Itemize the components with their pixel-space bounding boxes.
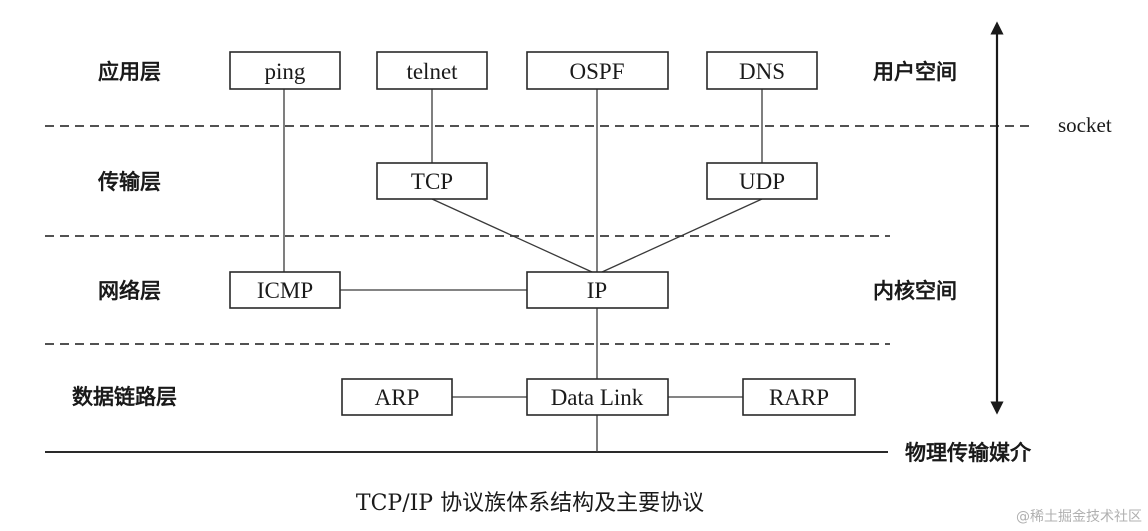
udp-label: UDP: [739, 169, 785, 194]
datalink-label: Data Link: [551, 385, 644, 410]
ospf-label: OSPF: [570, 59, 625, 84]
udp-ip-link: [601, 198, 763, 273]
physical-medium-label: 物理传输媒介: [905, 441, 1032, 465]
ip-box: IP: [526, 271, 669, 309]
telnet-label: telnet: [406, 59, 458, 84]
diagram-caption: TCP/IP 协议族体系结构及主要协议: [356, 491, 704, 516]
udp-box: UDP: [706, 162, 818, 200]
ping-label: ping: [265, 59, 306, 84]
watermark: @稀土掘金技术社区: [1016, 509, 1142, 525]
arp-box: ARP: [341, 378, 453, 416]
dns-label: DNS: [739, 59, 785, 84]
transport-layer-label: 传输层: [97, 170, 161, 194]
user-space-label: 用户空间: [873, 60, 957, 84]
icmp-label: ICMP: [257, 278, 313, 303]
dns-box: DNS: [706, 51, 818, 90]
arp-label: ARP: [375, 385, 420, 410]
tcp-box: TCP: [376, 162, 488, 200]
datalink-box: Data Link: [526, 378, 669, 416]
tcp-ip-link: [431, 198, 593, 273]
telnet-box: telnet: [376, 51, 488, 90]
ospf-box: OSPF: [526, 51, 669, 90]
rarp-box: RARP: [742, 378, 856, 416]
tcp-label: TCP: [411, 169, 453, 194]
datalink-layer-label: 数据链路层: [72, 385, 177, 409]
socket-label: socket: [1058, 113, 1112, 137]
rarp-label: RARP: [769, 385, 829, 410]
network-layer-label: 网络层: [98, 279, 161, 303]
ip-label: IP: [587, 278, 607, 303]
ping-box: ping: [229, 51, 341, 90]
kernel-space-label: 内核空间: [873, 279, 957, 303]
application-layer-label: 应用层: [98, 60, 161, 84]
icmp-box: ICMP: [229, 271, 341, 309]
